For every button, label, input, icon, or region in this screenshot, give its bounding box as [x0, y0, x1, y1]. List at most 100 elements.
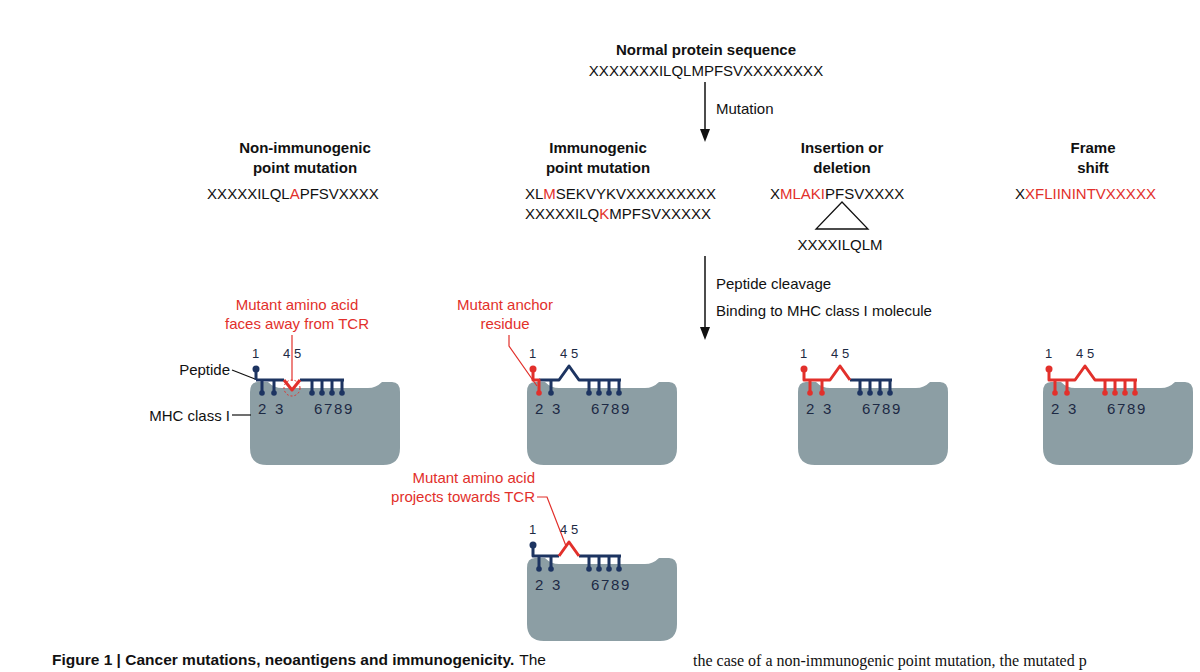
text-label: Immunogenic point mutation — [541, 138, 656, 178]
text-label: 1 — [1045, 346, 1052, 361]
pocket-number: 2 — [1051, 400, 1059, 418]
pocket-number: 2 — [535, 400, 543, 418]
mutant-text: K — [599, 205, 609, 222]
text-label: 4 — [283, 346, 290, 361]
mhc-outline — [250, 382, 400, 465]
mutant-text: Mutant amino acid faces away from TCR — [225, 296, 369, 332]
sequence-line: XMLAKIPFSVXXXX — [770, 184, 904, 203]
leader-lines — [232, 335, 566, 546]
text-label: Normal protein sequence — [616, 40, 796, 60]
pocket-number: 9 — [1137, 400, 1145, 418]
label-text: XXXXXXXILQLMPFSVXXXXXXXX — [589, 62, 823, 79]
pocket-number: 6 — [314, 400, 322, 418]
mhc-outline — [527, 558, 677, 641]
label-text: X — [1015, 185, 1025, 202]
text-label: Binding to MHC class I molecule — [716, 301, 932, 320]
label-text: the case of a non-immunogenic point muta… — [693, 652, 1087, 669]
pocket-number: 7 — [1117, 400, 1125, 418]
label-text: 1 — [252, 346, 259, 361]
text-label: XXXXILQLM — [797, 235, 882, 254]
text-label: 4 — [831, 346, 838, 361]
mhc-shape — [798, 380, 948, 465]
text-label: 5 — [842, 346, 849, 361]
pocket-number: 3 — [823, 400, 831, 418]
label-text: 1 — [800, 346, 807, 361]
text-label: 5 — [294, 346, 301, 361]
text-label: 4 — [560, 346, 567, 361]
mhc-molecule: 236789 — [527, 380, 677, 465]
label-text: Peptide — [179, 361, 230, 378]
pocket-number: 2 — [806, 400, 814, 418]
label-text: MPFSVXXXXX — [609, 205, 711, 222]
label-text: Mutation — [716, 100, 774, 117]
label-text: Insertion or deletion — [801, 139, 884, 176]
label-text: 1 — [1045, 346, 1052, 361]
caption-text: The — [519, 651, 546, 669]
label-text: XXXXILQLM — [797, 236, 882, 253]
text-label: Mutant amino acid faces away from TCR — [221, 295, 373, 333]
mhc-outline — [798, 382, 948, 465]
text-label: 1 — [252, 346, 259, 361]
text-label: Mutant amino acid projects towards TCR — [383, 468, 535, 506]
sequence-line: XXFLIININTVXXXXX — [1015, 184, 1156, 203]
mhc-shape — [527, 556, 677, 641]
sequence-line: XXXXXILQKMPFSVXXXXX — [525, 204, 711, 223]
text-label: Mutation — [716, 99, 774, 118]
mhc-molecule: 236789 — [250, 380, 400, 465]
pocket-number: 7 — [601, 576, 609, 594]
text-label: Insertion or deletion — [792, 138, 892, 178]
pocket-number: 3 — [552, 400, 560, 418]
text-label: MHC class I — [149, 406, 230, 425]
text-label: the case of a non-immunogenic point muta… — [693, 652, 1087, 670]
mhc-shape — [527, 380, 677, 465]
label-text: Normal protein sequence — [616, 41, 796, 58]
label-text: 4 — [560, 522, 567, 537]
pocket-number: 7 — [601, 400, 609, 418]
label-text: 4 — [560, 346, 567, 361]
pocket-number: 9 — [344, 400, 352, 418]
pocket-number: 8 — [1127, 400, 1135, 418]
pocket-number: 8 — [882, 400, 890, 418]
label-text: PFSVXXXX — [825, 185, 904, 202]
label-text: SEKVYKVXXXXXXXXX — [556, 185, 716, 202]
sequence-line: XLMSEKVYKVXXXXXXXXX — [525, 184, 716, 203]
label-text: Peptide cleavage — [716, 275, 831, 292]
pocket-number: 8 — [334, 400, 342, 418]
pocket-number: 9 — [621, 576, 629, 594]
text-label: Peptide cleavage — [716, 274, 831, 293]
label-text: Binding to MHC class I molecule — [716, 302, 932, 319]
label-text: 5 — [1087, 346, 1094, 361]
mutant-text: A — [290, 185, 300, 202]
text-label: 5 — [571, 522, 578, 537]
label-text: MHC class I — [149, 407, 230, 424]
label-text: X — [770, 185, 780, 202]
pocket-number: 9 — [621, 400, 629, 418]
pocket-number: 6 — [862, 400, 870, 418]
text-label: Frame shift — [1062, 138, 1124, 178]
text-label: 5 — [571, 346, 578, 361]
label-text: 1 — [529, 346, 536, 361]
label-text: XL — [525, 185, 543, 202]
sequence-line: XXXXXILQLAPFSVXXXX — [207, 184, 379, 203]
text-label: XXXXXXXILQLMPFSVXXXXXXXX — [589, 61, 823, 80]
text-label: 1 — [800, 346, 807, 361]
mutant-text: M — [543, 185, 556, 202]
label-text: Non-immunogenic point mutation — [239, 139, 371, 176]
mhc-molecule: 23 6789 — [798, 380, 948, 465]
pocket-number: 2 — [535, 576, 543, 594]
label-text: Immunogenic point mutation — [546, 139, 650, 176]
pocket-number: 9 — [892, 400, 900, 418]
caption-row: Figure 1 | Cancer mutations, neoantigens… — [52, 651, 546, 669]
pocket-number: 7 — [872, 400, 880, 418]
text-label: 5 — [1087, 346, 1094, 361]
mhc-shape — [250, 380, 400, 465]
mutant-text: Mutant amino acid projects towards TCR — [391, 469, 535, 505]
text-label: Non-immunogenic point mutation — [235, 138, 375, 178]
mhc-shape — [1043, 380, 1193, 465]
label-text: Frame shift — [1070, 139, 1115, 176]
figure-caption: Figure 1 | Cancer mutations, neoantigens… — [52, 651, 514, 669]
mutant-text: XFLIININTVXXXXX — [1025, 185, 1156, 202]
pocket-number: 7 — [324, 400, 332, 418]
label-text: PFSVXXXX — [300, 185, 379, 202]
